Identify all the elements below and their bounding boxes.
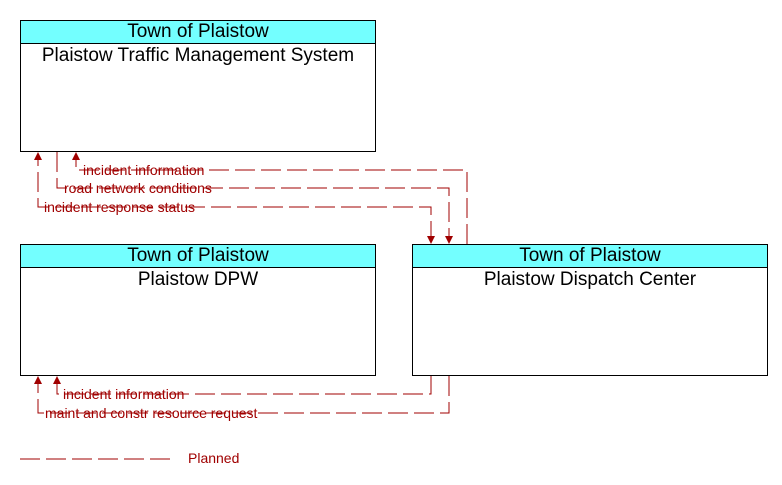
- flow-line-incident-information-to-tms: [75, 155, 468, 244]
- node-plaistow-dispatch-center[interactable]: Town of Plaistow Plaistow Dispatch Cente…: [412, 244, 768, 376]
- flow-label: incident response status: [44, 199, 195, 215]
- node-name-label: Plaistow Dispatch Center: [483, 269, 697, 290]
- node-name-label: Plaistow Traffic Management System: [41, 45, 355, 66]
- node-plaistow-dpw[interactable]: Town of Plaistow Plaistow DPW: [20, 244, 376, 376]
- arrowhead-icon: [427, 236, 435, 244]
- node-name-label: Plaistow DPW: [137, 269, 259, 290]
- flow-line-maint-constr-resource-request: [37, 376, 450, 414]
- node-owner-label: Town of Plaistow: [413, 245, 767, 268]
- arrowhead-icon: [53, 376, 61, 384]
- flow-line-road-network-conditions: [56, 152, 450, 241]
- flow-line-incident-response-status: [37, 155, 432, 241]
- node-plaistow-traffic-management-system[interactable]: Town of Plaistow Plaistow Traffic Manage…: [20, 20, 376, 152]
- flow-label: maint and constr resource request: [45, 405, 258, 421]
- legend-label: Planned: [188, 450, 240, 466]
- node-owner-label: Town of Plaistow: [21, 21, 375, 44]
- flow-label: incident information: [83, 162, 204, 178]
- arrowhead-icon: [72, 152, 80, 160]
- flow-line-incident-information-to-dpw: [56, 376, 432, 395]
- flow-label: incident information: [63, 386, 184, 402]
- arrowhead-icon: [34, 152, 42, 160]
- arrowhead-icon: [34, 376, 42, 384]
- flow-label: road network conditions: [64, 180, 212, 196]
- arrowhead-icon: [445, 236, 453, 244]
- node-owner-label: Town of Plaistow: [21, 245, 375, 268]
